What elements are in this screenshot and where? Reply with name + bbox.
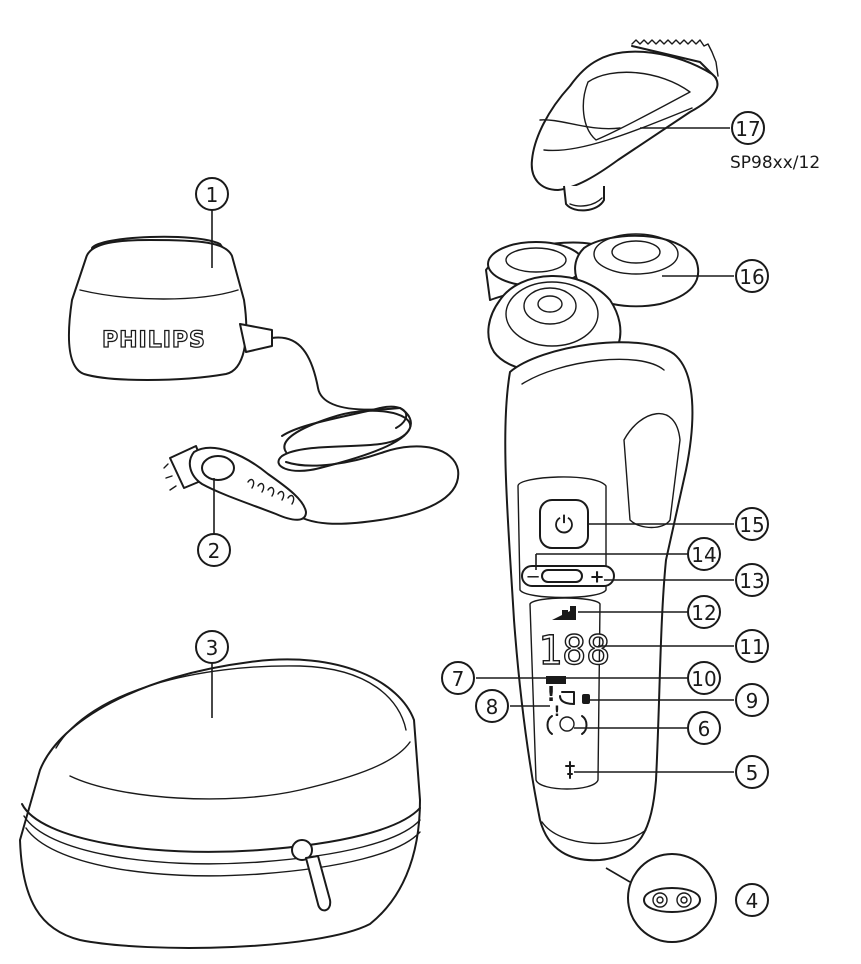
callout-1: 1 bbox=[195, 177, 229, 211]
callout-7: 7 bbox=[441, 661, 475, 695]
minus-button[interactable]: − bbox=[525, 567, 540, 588]
svg-text:6: 6 bbox=[698, 717, 711, 741]
callout-3: 3 bbox=[195, 630, 229, 664]
callout-14: 14 bbox=[687, 537, 721, 571]
warning-indicator: ! bbox=[546, 682, 555, 706]
callout-5: 5 bbox=[735, 755, 769, 789]
svg-text:3: 3 bbox=[206, 636, 219, 660]
svg-text:2: 2 bbox=[208, 539, 221, 563]
svg-text:1: 1 bbox=[206, 183, 219, 207]
svg-text:11: 11 bbox=[739, 635, 764, 659]
callout-12: 12 bbox=[687, 595, 721, 629]
shaving-heads bbox=[485, 233, 734, 375]
callout-6: 6 bbox=[687, 711, 721, 745]
callout-15: 15 bbox=[735, 507, 769, 541]
callout-16: 16 bbox=[735, 259, 769, 293]
svg-text:5: 5 bbox=[746, 761, 759, 785]
power-button[interactable]: ⏻ bbox=[555, 511, 574, 539]
model-label: SP98xx/12 bbox=[730, 153, 820, 173]
callout-17: 17 bbox=[731, 111, 765, 145]
display-digits: 188 bbox=[538, 628, 610, 674]
power-adapter bbox=[67, 208, 273, 381]
callout-9: 9 bbox=[735, 683, 769, 717]
callout-11: 11 bbox=[735, 629, 769, 663]
svg-text:14: 14 bbox=[691, 543, 716, 567]
svg-text:7: 7 bbox=[452, 667, 465, 691]
svg-text:8: 8 bbox=[486, 695, 499, 719]
callout-2: 2 bbox=[197, 533, 231, 567]
travel-case bbox=[19, 658, 421, 949]
svg-text:9: 9 bbox=[746, 689, 759, 713]
callout-4: 4 bbox=[735, 883, 769, 917]
plus-button[interactable]: + bbox=[589, 567, 604, 588]
svg-text:17: 17 bbox=[735, 117, 760, 141]
svg-text:10: 10 bbox=[691, 667, 716, 691]
callout-10: 10 bbox=[687, 661, 721, 695]
callout-13: 13 bbox=[735, 563, 769, 597]
svg-text:12: 12 bbox=[691, 601, 716, 625]
svg-text:16: 16 bbox=[739, 265, 764, 289]
svg-text:13: 13 bbox=[739, 569, 764, 593]
socket-inset bbox=[605, 853, 717, 943]
shaver-body bbox=[504, 341, 694, 862]
svg-text:15: 15 bbox=[739, 513, 764, 537]
callout-8: 8 bbox=[475, 689, 509, 723]
trimmer-attachment bbox=[530, 39, 730, 212]
svg-text:4: 4 bbox=[746, 889, 759, 913]
power-cord bbox=[263, 336, 460, 525]
warning-indicator-small: ! bbox=[554, 704, 560, 720]
appliance-plug bbox=[163, 445, 307, 534]
brand-logo: PHILIPS bbox=[102, 328, 206, 353]
